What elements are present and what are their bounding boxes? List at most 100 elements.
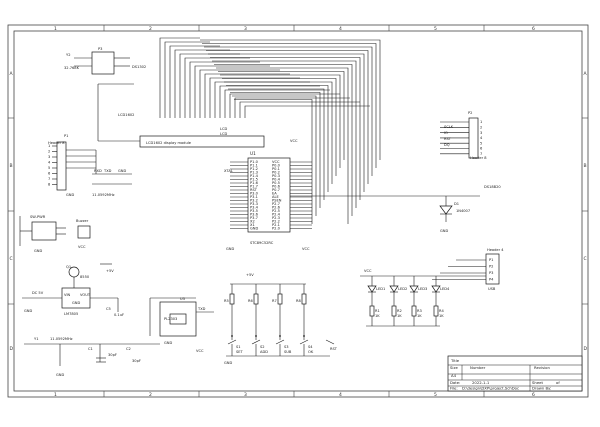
led-vcc-label: VCC bbox=[364, 269, 372, 273]
u1-right-pin-label: P0.2 bbox=[272, 171, 280, 175]
u1-left-pin-label: P1.2 bbox=[250, 167, 258, 171]
y2-label: Y2 bbox=[66, 53, 70, 57]
u1-left-pin-label: P1.0 bbox=[250, 160, 259, 164]
u1-right-pin-label: P0.7 bbox=[272, 188, 280, 192]
p2-pin-number: 7 bbox=[480, 152, 482, 156]
bus-wire-right bbox=[200, 39, 381, 160]
buzzer-vcc: VCC bbox=[78, 245, 86, 249]
u1-right-pin-label: P0.1 bbox=[272, 167, 280, 171]
p1-pin-number: 3 bbox=[48, 155, 50, 159]
key-resistor-label: R7 bbox=[272, 299, 277, 303]
bus-wire-right bbox=[228, 88, 325, 200]
header-bottom-label: Header 4 bbox=[487, 248, 504, 252]
u1-left-pin-label: P1.6 bbox=[250, 181, 259, 185]
c1-label: C1 bbox=[88, 347, 93, 351]
y1-value: 11.0592MHz bbox=[50, 337, 73, 341]
u1-gnd: GND bbox=[226, 247, 234, 251]
zone-ticks bbox=[8, 25, 588, 397]
u1-left-pin-label: P1.7 bbox=[250, 185, 258, 189]
bus-wire-right bbox=[202, 43, 377, 168]
power-switch: SW-PWR GND bbox=[19, 215, 66, 253]
p1-designator: P1 bbox=[64, 134, 68, 138]
p2-pin-number: 5 bbox=[480, 141, 482, 145]
bus-wire bbox=[214, 81, 310, 118]
u1-left-pin-label: P3.1 bbox=[250, 195, 258, 199]
p1-pin-number: 1 bbox=[48, 144, 50, 148]
switch-icon bbox=[275, 339, 285, 345]
key-label: S3 bbox=[284, 345, 289, 349]
p1-pin-number: 4 bbox=[48, 161, 51, 165]
u1-left-pin-label: P1.5 bbox=[250, 178, 258, 182]
bus-wire bbox=[234, 97, 350, 118]
bus-wire bbox=[199, 69, 280, 118]
u3-gnd: GND bbox=[164, 341, 172, 345]
c2-value: 30pF bbox=[132, 359, 141, 363]
key-name-label: SET bbox=[236, 350, 244, 354]
led-icon bbox=[389, 285, 399, 293]
regulator-part: LM7805 bbox=[64, 312, 78, 316]
regulator-pin-vin: VIN bbox=[64, 293, 71, 297]
u1-left-pin-label: P3.7 bbox=[250, 216, 258, 220]
file-value: D:\design\DXP\project.SchDoc bbox=[462, 386, 519, 391]
net-sclk: SCLK bbox=[444, 125, 454, 129]
zone-col-5: 5 bbox=[434, 26, 437, 32]
resistor-value: 1K bbox=[417, 314, 422, 318]
zone-col-3: 3 bbox=[244, 26, 247, 32]
bus-wire-right bbox=[230, 92, 321, 208]
power-in-label: DC 5V bbox=[32, 291, 44, 295]
key-label: S1 bbox=[236, 345, 241, 349]
lcd-tag-b: LCD bbox=[220, 132, 228, 136]
led-icon bbox=[409, 285, 419, 293]
zone-col-2-bottom: 2 bbox=[149, 392, 152, 398]
zone-row-d: D bbox=[10, 346, 14, 352]
key-name-label: ADD bbox=[260, 350, 268, 354]
bus-wire bbox=[209, 77, 300, 118]
u1-right-pin-label: P2.3 bbox=[272, 216, 280, 220]
switch-icon bbox=[251, 339, 261, 345]
zone-row-a-right: A bbox=[584, 71, 588, 77]
resistor-value: 1K bbox=[397, 314, 402, 318]
resistor-icon bbox=[411, 305, 417, 317]
usb-serial: U3 PL2303 TXD VCC GND bbox=[149, 297, 214, 353]
bus-wire-right bbox=[216, 67, 349, 224]
bus-wire-right bbox=[206, 50, 369, 184]
mcu-u1: U1 STC89C52RC P1.0P1.1P1.2P1.3P1.4P1.5P1… bbox=[224, 139, 312, 251]
keypad-gnd-label: GND bbox=[224, 361, 232, 365]
bus-wire-right bbox=[220, 74, 341, 168]
bus-wire-right bbox=[224, 81, 333, 184]
key-resistor-icon bbox=[301, 293, 307, 305]
u1-vcc-top: VCC bbox=[290, 139, 298, 143]
header4-pin-label: P2 bbox=[489, 265, 493, 269]
resistor-value: 1K bbox=[375, 314, 380, 318]
u1-left-pin-label: P3.2 bbox=[250, 199, 258, 203]
key-resistor-icon bbox=[229, 293, 235, 305]
bus-wire bbox=[224, 89, 330, 118]
u1-left-pin-label: P1.3 bbox=[250, 171, 258, 175]
of-label: of bbox=[556, 380, 560, 385]
bus-wires bbox=[159, 37, 381, 224]
led-label: LED2 bbox=[398, 287, 407, 291]
voltage-regulator: VIN GND VOUT LM7805 DC 5V GND C5 0.1uF bbox=[22, 287, 124, 317]
zone-col-5-bottom: 5 bbox=[434, 392, 437, 398]
net-txd-label: TXD bbox=[103, 169, 112, 173]
u1-right-pin-label: P2.0 bbox=[272, 227, 281, 231]
resistor-label: R4 bbox=[439, 309, 444, 313]
resistor-icon bbox=[369, 305, 375, 317]
u1-left-pin-label: P3.5 bbox=[250, 209, 258, 213]
u1-right-pin-label: P2.2 bbox=[272, 220, 280, 224]
q1-part: 8550 bbox=[80, 275, 90, 279]
header4-pin-label: P4 bbox=[489, 278, 494, 282]
u1-right-pin-label: P2.7 bbox=[272, 202, 280, 206]
led-label: LED1 bbox=[376, 287, 385, 291]
bus-wire-right bbox=[234, 99, 313, 224]
u1-right-pin-label: P0.4 bbox=[272, 178, 281, 182]
bus-wire bbox=[219, 85, 320, 118]
regulator-pin-vout: VOUT bbox=[80, 293, 91, 297]
zone-col-1: 1 bbox=[54, 26, 57, 32]
net-rst: RST bbox=[444, 137, 452, 141]
